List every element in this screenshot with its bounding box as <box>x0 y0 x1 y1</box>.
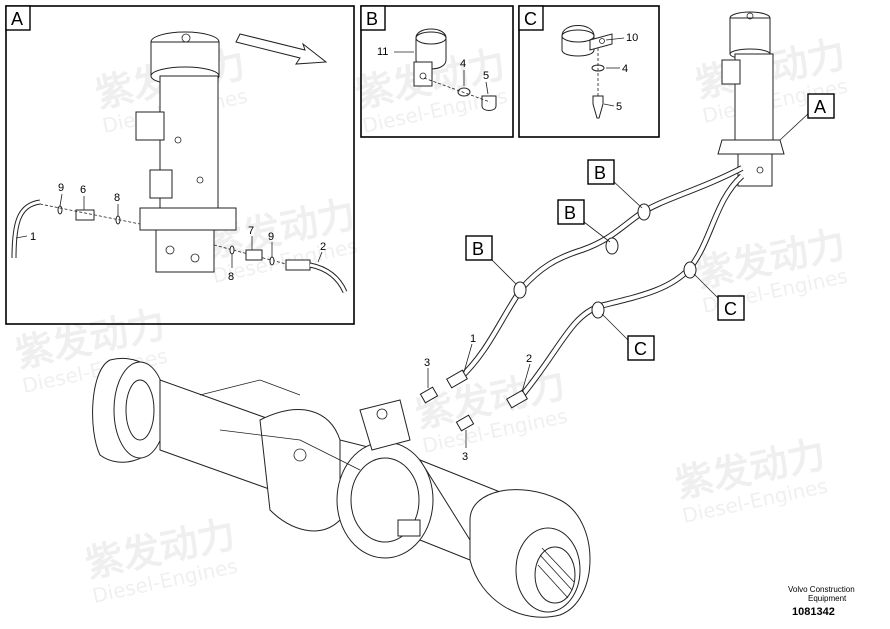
clamp-c-1 <box>683 261 697 279</box>
watermark-9: 紫发动力 Diesel-Engines <box>81 512 239 608</box>
panel-c-label-10: 10 <box>626 32 638 44</box>
main-label-3a: 3 <box>424 357 430 369</box>
clamp-b-1 <box>637 203 651 221</box>
detail-panel-b: B 11 4 5 <box>360 5 514 138</box>
seal-8-a2 <box>229 245 235 255</box>
axle-assembly <box>92 357 591 618</box>
main-hoses <box>419 165 745 432</box>
callout-c2: C <box>634 339 647 359</box>
panel-c-label-5: 5 <box>616 101 622 113</box>
clamp-b <box>413 28 447 87</box>
panel-a-label-8a: 8 <box>114 192 120 204</box>
watermark-4: 紫发动力 Diesel-Engines <box>201 192 359 288</box>
hose-2-a <box>309 262 348 294</box>
panel-a-letter-box <box>5 5 31 31</box>
panel-b-label-4: 4 <box>460 58 466 70</box>
watermark-5: 紫发动力 Diesel-Engines <box>691 222 849 318</box>
bolt-5-c <box>592 95 604 119</box>
clamp-c-2 <box>591 301 605 319</box>
hose-1-a <box>11 199 41 259</box>
panel-a-label-9b: 9 <box>268 231 274 243</box>
main-swivel <box>717 11 785 187</box>
fitting-7-a <box>245 249 263 261</box>
watermark-7: 紫发动力 Diesel-Engines <box>411 362 569 458</box>
panel-b-label-11: 11 <box>377 46 388 58</box>
callout-b2: B <box>564 203 576 223</box>
panel-a-letter: A <box>11 9 23 29</box>
seal-9-a2 <box>269 256 275 266</box>
footer-block: Volvo Construction Equipment 1081342 <box>788 585 855 618</box>
washer-4-b <box>457 87 471 97</box>
panel-a-label-9a: 9 <box>58 182 64 194</box>
callout-b1-box <box>587 159 615 185</box>
main-label-2: 2 <box>526 353 532 365</box>
detail-panel-c: C 10 4 5 <box>518 5 660 138</box>
callout-a: A <box>814 97 826 117</box>
callout-c2-box <box>627 335 655 361</box>
callout-c1: C <box>724 299 737 319</box>
main-callouts: A B B B C C 1 2 3 3 <box>424 93 835 463</box>
swivel-body-a <box>135 31 237 273</box>
watermark-8: 紫发动力 Diesel-Engines <box>671 432 829 528</box>
panel-b-frame <box>360 5 514 138</box>
panel-c-letter-box <box>518 5 544 31</box>
callout-b3: B <box>472 239 484 259</box>
panel-a-label-6: 6 <box>80 184 86 196</box>
panel-a-label-8b: 8 <box>228 271 234 283</box>
seal-9-a <box>57 205 63 215</box>
hose-end-2-a <box>285 259 311 271</box>
panel-a-frame <box>5 5 355 325</box>
clamp-b-2 <box>605 237 619 255</box>
callout-b3-box <box>465 235 493 261</box>
fitting-6-a <box>75 209 95 221</box>
clamp-c <box>561 25 613 57</box>
hose-end-1-main <box>446 369 468 389</box>
clamp-b-3 <box>513 281 527 299</box>
footer-company-line1: Volvo Construction <box>788 585 855 594</box>
panel-b-letter: B <box>366 9 378 29</box>
main-label-3b: 3 <box>462 451 468 463</box>
detail-panel-a: A <box>5 5 355 325</box>
view-direction-arrow <box>235 33 328 65</box>
footer-company-line2: Equipment <box>808 594 847 603</box>
hose-end-2-main <box>506 389 528 409</box>
panel-b-label-5: 5 <box>483 70 489 82</box>
footer-part-number: 1081342 <box>792 606 835 618</box>
main-label-1: 1 <box>470 333 476 345</box>
callout-a-box <box>807 93 835 119</box>
bolt-5-b <box>481 95 497 111</box>
fitting-3-b <box>455 414 475 432</box>
panel-c-letter: C <box>524 9 537 29</box>
panel-b-letter-box <box>360 5 386 31</box>
panel-a-label-7: 7 <box>248 225 254 237</box>
panel-c-label-4: 4 <box>622 63 628 75</box>
callout-b1: B <box>594 163 606 183</box>
panel-c-frame <box>518 5 660 138</box>
panel-a-label-1: 1 <box>30 231 36 243</box>
callout-c1-box <box>717 295 745 321</box>
panel-a-label-2: 2 <box>320 241 326 253</box>
callout-b2-box <box>557 199 585 225</box>
fitting-3-a <box>419 386 439 404</box>
